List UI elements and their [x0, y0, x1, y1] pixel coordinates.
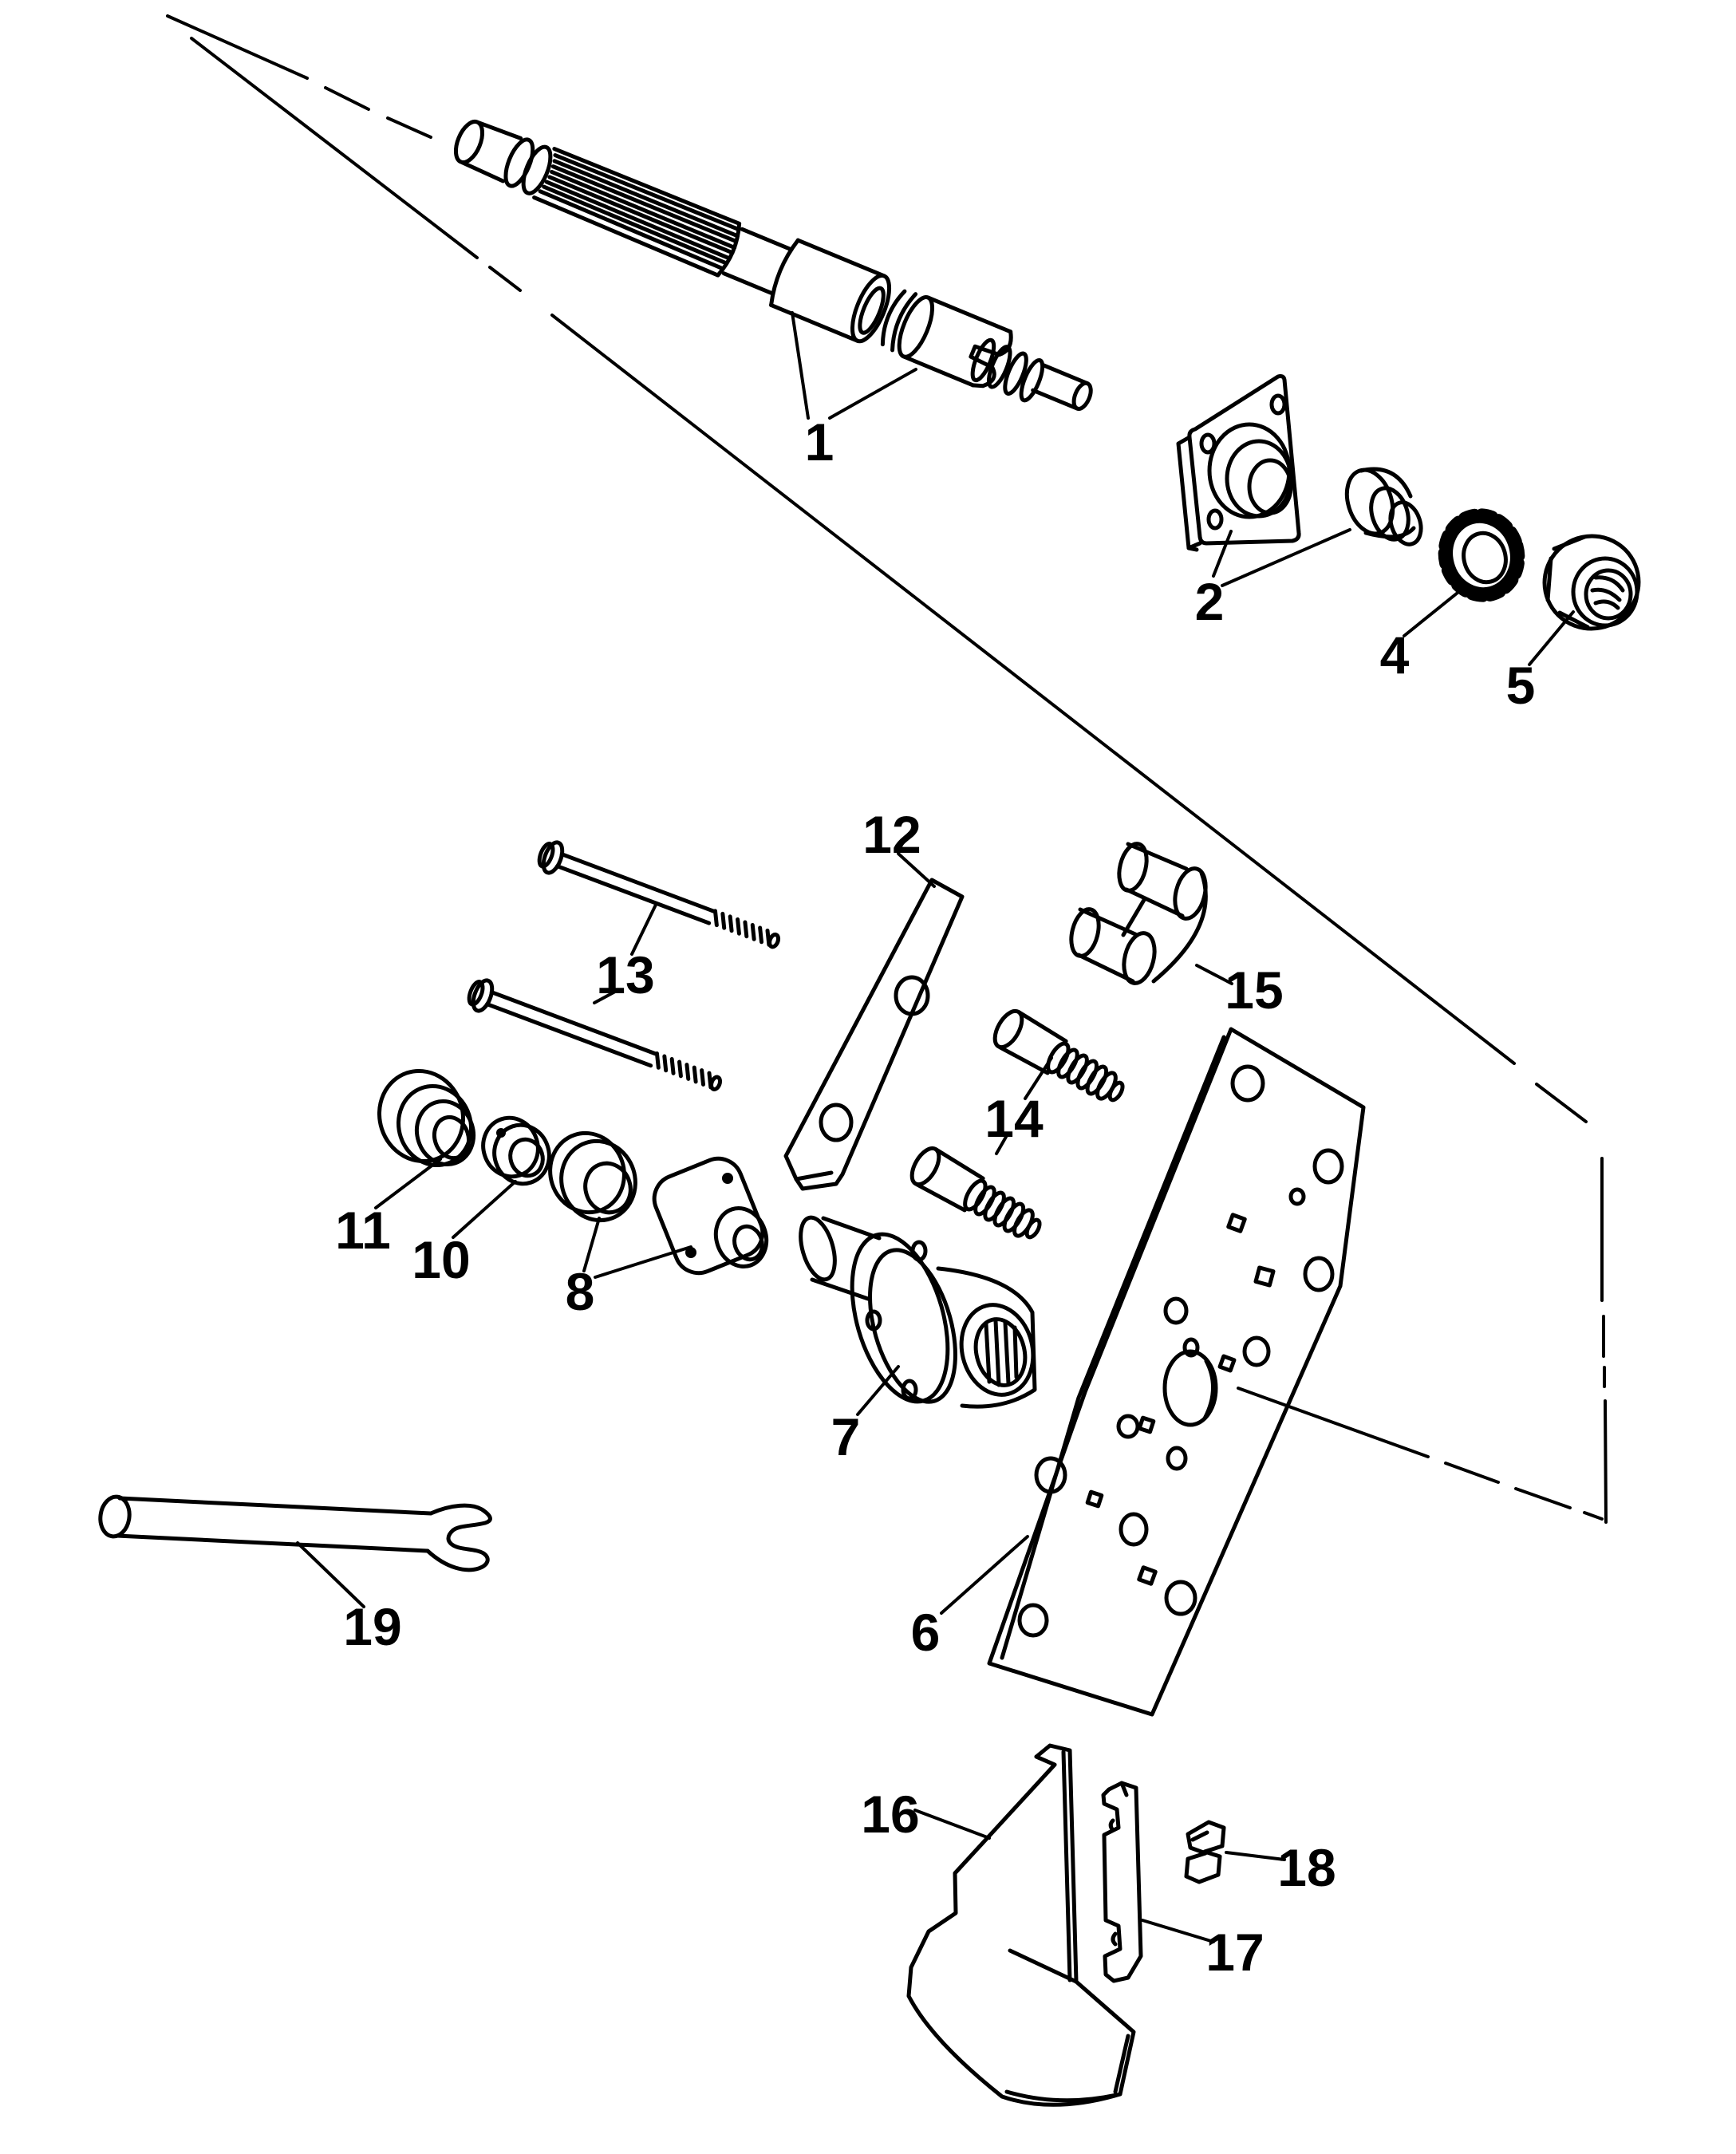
callout-16: 16	[861, 1785, 991, 1844]
part-number-label: 2	[1195, 572, 1225, 631]
part-number-label: 4	[1380, 625, 1410, 684]
part-1-drive-shaft	[453, 119, 1093, 411]
part-6-mounting-plate	[987, 1027, 1366, 1717]
part-number-label: 11	[335, 1201, 391, 1260]
callout-10: 10	[412, 1180, 517, 1289]
callout-15: 15	[1195, 961, 1284, 1020]
callout-6: 6	[911, 1535, 1029, 1662]
part-number-label: 18	[1277, 1838, 1336, 1897]
part-number-label: 12	[862, 805, 921, 864]
part-number-label: 14	[984, 1089, 1044, 1148]
part-number-label: 6	[911, 1603, 941, 1662]
part-17-anchor-strip	[1101, 1781, 1143, 1983]
part-number-label: 8	[566, 1262, 595, 1321]
part-7-splined-hub	[799, 1215, 1037, 1409]
callout-12: 12	[862, 805, 936, 888]
part-number-label: 13	[596, 945, 654, 1004]
part-12-link-bar	[783, 878, 965, 1191]
callout-7: 7	[831, 1365, 900, 1466]
part-10-retainer-ring	[481, 1115, 551, 1186]
callout-11: 11	[335, 1158, 442, 1260]
callout-4: 4	[1380, 591, 1459, 684]
part-15-roller-link	[1069, 842, 1208, 985]
part-number-label: 16	[861, 1785, 919, 1844]
part-number-label: 1	[805, 412, 834, 471]
part-number-label: 17	[1205, 1923, 1264, 1982]
part-number-label: 10	[412, 1230, 470, 1289]
part-13-bolt-lower	[467, 978, 723, 1091]
part-19-shift-rod	[98, 1494, 492, 1572]
callout-13: 13	[593, 901, 658, 1004]
callout-19: 19	[296, 1541, 402, 1656]
callout-18: 18	[1225, 1838, 1336, 1897]
construction-lines	[166, 14, 1608, 1524]
part-11-bushing-cap	[377, 1068, 476, 1168]
part-18-clip	[1184, 1820, 1226, 1884]
callout-2: 2	[1195, 528, 1351, 631]
part-2-bushing	[1344, 467, 1423, 546]
callout-5: 5	[1506, 610, 1575, 715]
part-8-seal-ring	[548, 1130, 637, 1223]
part-number-label: 19	[343, 1597, 401, 1656]
callout-17: 17	[1141, 1919, 1265, 1982]
part-14-stud-upper	[992, 1008, 1125, 1103]
callout-14: 14	[984, 1056, 1053, 1155]
part-8-flange-retainer	[652, 1156, 769, 1276]
part-13-bolt-upper	[537, 840, 781, 949]
part-number-label: 15	[1225, 961, 1283, 1020]
part-5-locknut	[1542, 534, 1641, 631]
part-4-lock-washer	[1438, 508, 1525, 602]
part-14-stud-lower	[909, 1146, 1042, 1240]
part-number-label: 5	[1506, 656, 1536, 715]
part-16-bracket	[906, 1743, 1136, 2107]
callout-8: 8	[566, 1217, 692, 1321]
part-number-label: 7	[831, 1407, 861, 1466]
callout-1: 1	[791, 311, 917, 471]
part-2-bearing-plate	[1176, 374, 1301, 552]
